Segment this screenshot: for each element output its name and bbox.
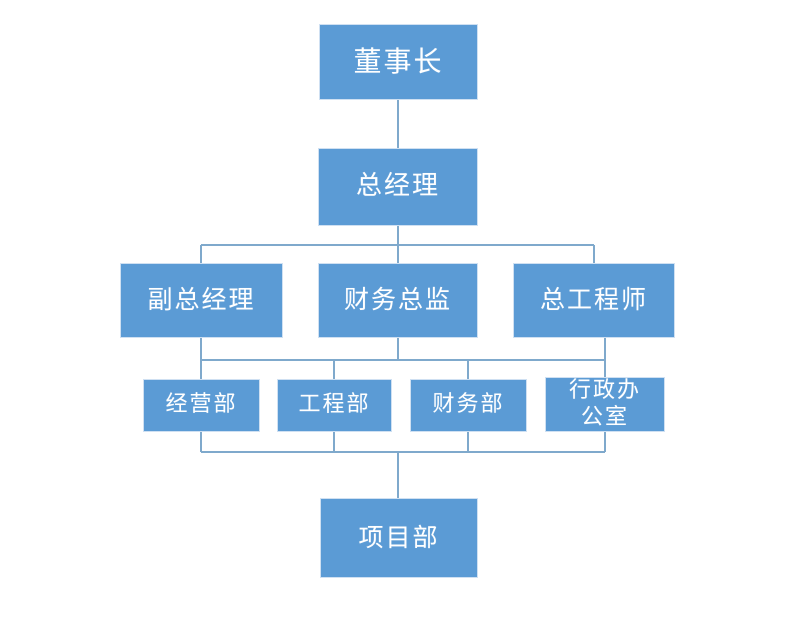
org-node-label-administrative-office: 行政办公室	[568, 377, 641, 430]
org-node-deputy-general-manager[interactable]: 副总经理	[120, 263, 283, 338]
org-node-label-deputy-general-manager: 副总经理	[147, 285, 256, 315]
org-node-chairman[interactable]: 董事长	[319, 24, 478, 100]
org-node-label-engineering-department: 工程部	[298, 392, 371, 418]
org-node-label-operations-department: 经营部	[165, 392, 238, 418]
org-node-finance-department[interactable]: 财务部	[410, 379, 527, 432]
org-node-label-chief-engineer: 总工程师	[539, 285, 648, 315]
org-node-label-finance-department: 财务部	[432, 392, 505, 418]
org-node-finance-director[interactable]: 财务总监	[318, 263, 478, 338]
org-node-project-department[interactable]: 项目部	[320, 498, 478, 578]
org-node-label-finance-director: 财务总监	[343, 285, 452, 315]
org-node-chief-engineer[interactable]: 总工程师	[513, 263, 675, 338]
org-node-label-general-manager: 总经理	[355, 171, 440, 202]
org-node-administrative-office[interactable]: 行政办公室	[545, 377, 665, 432]
org-node-label-chairman: 董事长	[353, 44, 444, 78]
org-node-engineering-department[interactable]: 工程部	[277, 379, 392, 432]
org-node-general-manager[interactable]: 总经理	[318, 148, 478, 226]
org-node-operations-department[interactable]: 经营部	[143, 379, 260, 432]
org-node-label-project-department: 项目部	[358, 522, 440, 552]
